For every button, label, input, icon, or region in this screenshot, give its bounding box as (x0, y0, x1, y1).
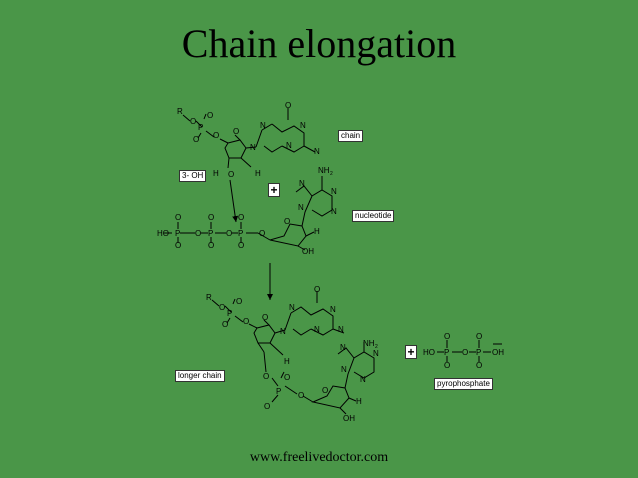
svg-text:O: O (262, 313, 268, 322)
svg-text:N: N (341, 365, 347, 374)
svg-text:H: H (356, 397, 362, 406)
svg-text:O: O (444, 361, 450, 370)
svg-text:N: N (299, 179, 305, 188)
three-oh-label: 3- OH (179, 170, 207, 182)
svg-text:O: O (444, 332, 450, 341)
svg-text:N: N (298, 203, 304, 212)
svg-text:O: O (236, 297, 242, 306)
svg-text:OH: OH (302, 247, 314, 256)
svg-text:N: N (314, 147, 320, 156)
svg-text:O: O (208, 241, 214, 250)
svg-text:N: N (340, 343, 346, 352)
svg-text:N: N (373, 349, 379, 358)
svg-text:O: O (233, 127, 239, 136)
chain-molecule: R O P O O O O N N O N N N H O H (177, 101, 320, 179)
svg-text:N: N (286, 141, 292, 150)
plus-sign-bottom: + (405, 345, 417, 359)
longer-chain-label: longer chain (175, 370, 225, 382)
svg-text:NH: NH (363, 339, 375, 348)
svg-text:H: H (255, 169, 261, 178)
chain-label: chain (338, 130, 364, 142)
svg-text:O: O (195, 229, 201, 238)
svg-text:O: O (175, 213, 181, 222)
svg-text:O: O (226, 229, 232, 238)
svg-text:O: O (243, 317, 249, 326)
slide-title: Chain elongation (181, 21, 457, 66)
svg-text:N: N (314, 325, 320, 334)
svg-text:N: N (250, 143, 256, 152)
svg-text:O: O (476, 332, 482, 341)
svg-text:N: N (300, 121, 306, 130)
svg-text:O: O (322, 386, 328, 395)
svg-text:P: P (175, 229, 180, 238)
svg-text:N: N (280, 327, 286, 336)
svg-text:O: O (298, 391, 304, 400)
svg-text:O: O (462, 348, 468, 357)
svg-text:2: 2 (330, 171, 333, 177)
svg-text:O: O (228, 170, 234, 179)
svg-text:O: O (207, 111, 213, 120)
svg-text:O: O (193, 135, 199, 144)
svg-text:NH: NH (318, 166, 330, 175)
plus-sign-top: + (268, 183, 280, 197)
svg-text:O: O (314, 285, 320, 294)
svg-text:O: O (263, 372, 269, 381)
svg-text:O: O (264, 402, 270, 411)
pyrophosphate-label: pyrophosphate (434, 378, 493, 390)
svg-text:O: O (175, 241, 181, 250)
svg-text:O: O (208, 213, 214, 222)
nucleotide-molecule: HO P O P O P O O O O O O O O N N N N NH … (157, 166, 337, 256)
svg-text:P: P (276, 387, 281, 396)
svg-text:O: O (219, 303, 225, 312)
svg-text:O: O (476, 361, 482, 370)
svg-text:N: N (360, 375, 366, 384)
svg-text:N: N (260, 121, 266, 130)
svg-text:N: N (331, 207, 337, 216)
svg-text:H: H (284, 357, 290, 366)
svg-text:P: P (444, 348, 449, 357)
svg-text:N: N (289, 303, 295, 312)
svg-text:N: N (338, 325, 344, 334)
svg-text:OH: OH (492, 348, 504, 357)
svg-text:N: N (330, 305, 336, 314)
svg-text:O: O (284, 373, 290, 382)
svg-text:HO: HO (423, 348, 435, 357)
footer-url: www.freelivedoctor.com (249, 450, 389, 465)
svg-text:O: O (238, 241, 244, 250)
svg-text:O: O (222, 320, 228, 329)
svg-text:O: O (190, 117, 196, 126)
pyrophosphate-molecule: HO P O P OH O O O O (423, 332, 504, 370)
svg-text:O: O (259, 229, 265, 238)
svg-text:O: O (284, 217, 290, 226)
svg-text:O: O (285, 101, 291, 110)
svg-text:P: P (227, 309, 232, 318)
svg-text:H: H (213, 169, 219, 178)
svg-text:O: O (238, 213, 244, 222)
svg-text:N: N (331, 187, 337, 196)
svg-text:HO: HO (157, 229, 169, 238)
svg-text:O: O (213, 131, 219, 140)
svg-text:R: R (206, 293, 212, 302)
svg-text:P: P (198, 123, 203, 132)
svg-text:H: H (314, 227, 320, 236)
svg-text:R: R (177, 107, 183, 116)
svg-text:P: P (476, 348, 481, 357)
svg-text:P: P (238, 229, 243, 238)
longer-chain-molecule: R O P O O O O N N O N N N H O P O O O O … (206, 285, 379, 423)
svg-text:2: 2 (375, 344, 378, 350)
nucleotide-label: nucleotide (352, 210, 395, 222)
svg-text:P: P (208, 229, 213, 238)
svg-text:OH: OH (343, 414, 355, 423)
